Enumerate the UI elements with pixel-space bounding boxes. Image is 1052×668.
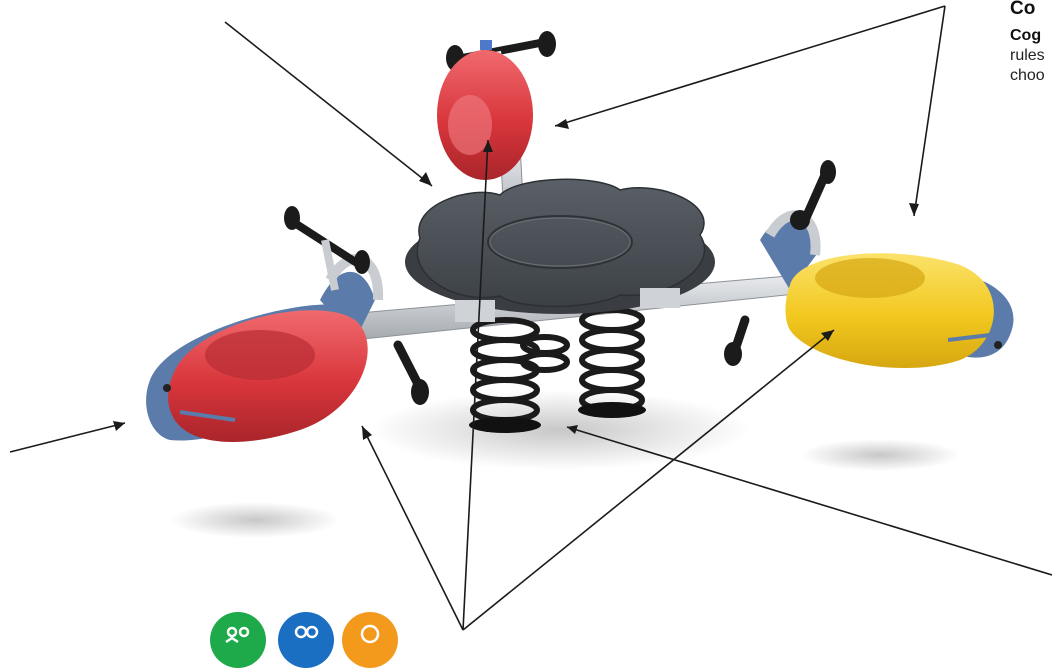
section-heading: Co [1010, 0, 1052, 20]
description-text: Co Cog rules choo [1010, 0, 1052, 86]
social-icon [278, 612, 334, 668]
product-illustration [0, 0, 1052, 640]
people-icon [210, 612, 266, 668]
green-badge [210, 612, 266, 668]
center-platform [405, 179, 715, 322]
section-subheading: Cog [1010, 26, 1052, 46]
seat-top-red [437, 31, 556, 180]
text-line-1: rules [1010, 46, 1052, 66]
seat-right-yellow [724, 160, 1014, 368]
orange-badge [342, 612, 398, 668]
circle-icon [342, 612, 398, 668]
text-line-2: choo [1010, 66, 1052, 86]
blue-badge [278, 612, 334, 668]
